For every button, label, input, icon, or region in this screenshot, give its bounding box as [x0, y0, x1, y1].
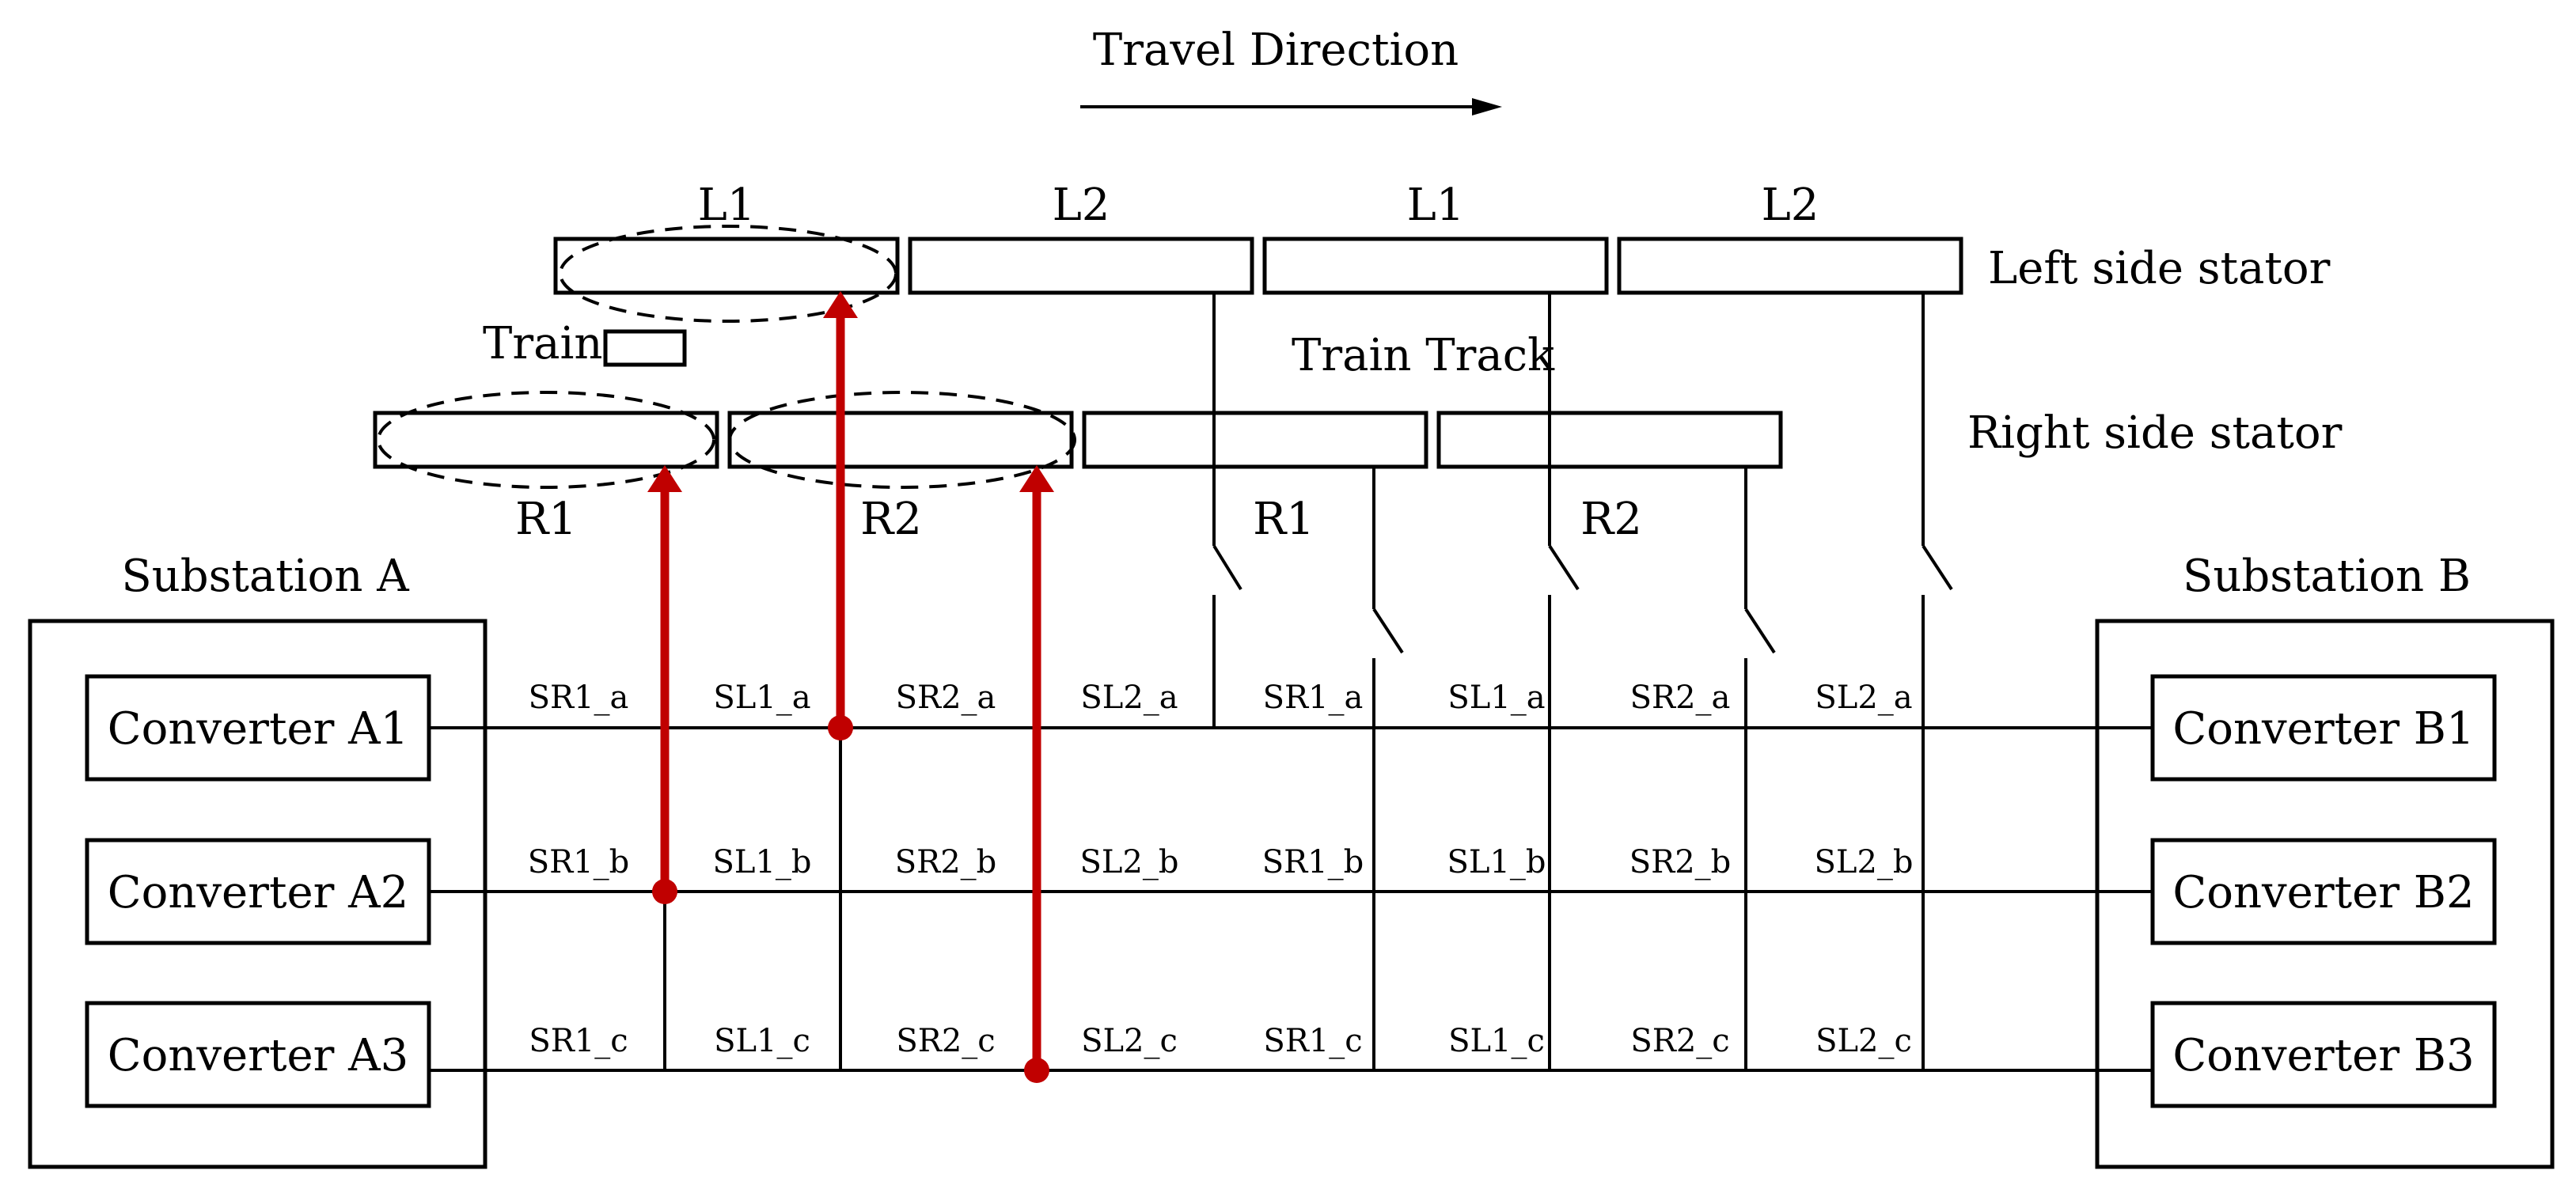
- converter-b3: Converter B3: [2150, 1001, 2497, 1108]
- left-side-stator: L1 L2 L1 L2: [553, 180, 1963, 295]
- switch-label: SL2_c: [1815, 1023, 1912, 1059]
- switch-label: SL1_b: [1447, 844, 1546, 880]
- switch-label: SR1_c: [529, 1023, 628, 1059]
- right-segment-label: R1: [1253, 494, 1315, 545]
- active-connections: [647, 291, 1054, 1083]
- svg-text:Converter A1: Converter A1: [108, 703, 408, 755]
- left-segment-label: L1: [1407, 180, 1465, 231]
- train-label: Train: [483, 318, 602, 369]
- substation-a-label: Substation A: [121, 551, 409, 602]
- switch-labels: SR1_a SL1_a SR2_a SL2_a SR1_a SL1_a SR2_a SL2_a…: [528, 680, 1914, 1059]
- open-switches: [1212, 293, 1953, 1070]
- switch-label: SR2_c: [896, 1023, 995, 1059]
- svg-text:Converter A2: Converter A2: [108, 867, 408, 918]
- substation-a: [28, 619, 488, 1169]
- travel-direction-arrow: [1080, 98, 1502, 115]
- switch-label: SR1_a: [1263, 680, 1364, 716]
- left-side-stator-label: Left side stator: [1988, 243, 2331, 294]
- switch-label: SL2_b: [1814, 844, 1913, 880]
- active-path-sl1-a: [823, 291, 858, 740]
- active-segment-marker: [559, 225, 897, 323]
- converter-a2: Converter A2: [85, 838, 431, 945]
- left-segment-label: L1: [698, 180, 756, 231]
- train-track-label: Train Track: [1292, 330, 1555, 381]
- switch-label: SR2_c: [1630, 1023, 1729, 1059]
- svg-text:Converter B1: Converter B1: [2172, 703, 2474, 755]
- left-stator-segment: [908, 237, 1254, 295]
- switch-label: SL2_a: [1080, 680, 1178, 716]
- right-segment-label: R2: [860, 494, 922, 545]
- converter-a3: Converter A3: [85, 1001, 431, 1108]
- switch-label: SR2_a: [896, 680, 996, 716]
- substation-b-label: Substation B: [2183, 551, 2471, 602]
- switch-label: SL2_b: [1079, 844, 1178, 880]
- switch-label: SL1_b: [712, 844, 811, 880]
- active-path-sr2-c: [1019, 465, 1054, 1083]
- switch-label: SR2_b: [1629, 844, 1732, 880]
- active-path-sr1-b: [647, 465, 682, 904]
- right-stator-segment: [1436, 411, 1783, 469]
- right-stator-segment: [1082, 411, 1428, 469]
- converter-b1: Converter B1: [2150, 674, 2497, 782]
- switch-label: SL1_a: [1447, 680, 1545, 716]
- left-segment-label: L2: [1762, 180, 1819, 231]
- right-stator-segment: [373, 411, 719, 469]
- switch-label: SR2_a: [1630, 680, 1731, 716]
- switch-label: SR1_c: [1263, 1023, 1362, 1059]
- svg-text:Converter A3: Converter A3: [108, 1030, 408, 1081]
- substation-b: [2095, 619, 2555, 1169]
- right-stator-segment: [727, 411, 1074, 469]
- active-segment-marker: [728, 391, 1076, 489]
- switch-label: SL1_a: [713, 680, 810, 716]
- switch-label: SR1_a: [529, 680, 629, 716]
- left-stator-segment: [1262, 237, 1609, 295]
- bus-taps: [663, 728, 842, 1070]
- right-segment-label: R1: [515, 494, 577, 545]
- travel-direction-title: Travel Direction: [1093, 25, 1459, 76]
- switch-label: SR1_b: [528, 844, 630, 880]
- converter-b2: Converter B2: [2150, 838, 2497, 945]
- switch-label: SR1_b: [1262, 844, 1364, 880]
- switch-label: SR2_b: [895, 844, 997, 880]
- left-stator-segment: [553, 237, 900, 295]
- switch-label: SL2_c: [1081, 1023, 1178, 1059]
- switch-label: SL1_c: [1448, 1023, 1545, 1059]
- svg-text:Converter B3: Converter B3: [2172, 1030, 2474, 1081]
- active-segment-marker: [377, 391, 715, 489]
- right-segment-label: R2: [1580, 494, 1642, 545]
- train-body: [603, 329, 687, 367]
- svg-text:Converter B2: Converter B2: [2172, 867, 2474, 918]
- switch-label: SL2_a: [1815, 680, 1912, 716]
- right-side-stator-label: Right side stator: [1967, 407, 2343, 459]
- converter-a1: Converter A1: [85, 674, 431, 782]
- left-segment-label: L2: [1053, 180, 1110, 231]
- left-stator-segment: [1617, 237, 1963, 295]
- switch-label: SL1_c: [714, 1023, 810, 1059]
- right-side-stator: R1 R2 R1 R2: [373, 411, 1783, 545]
